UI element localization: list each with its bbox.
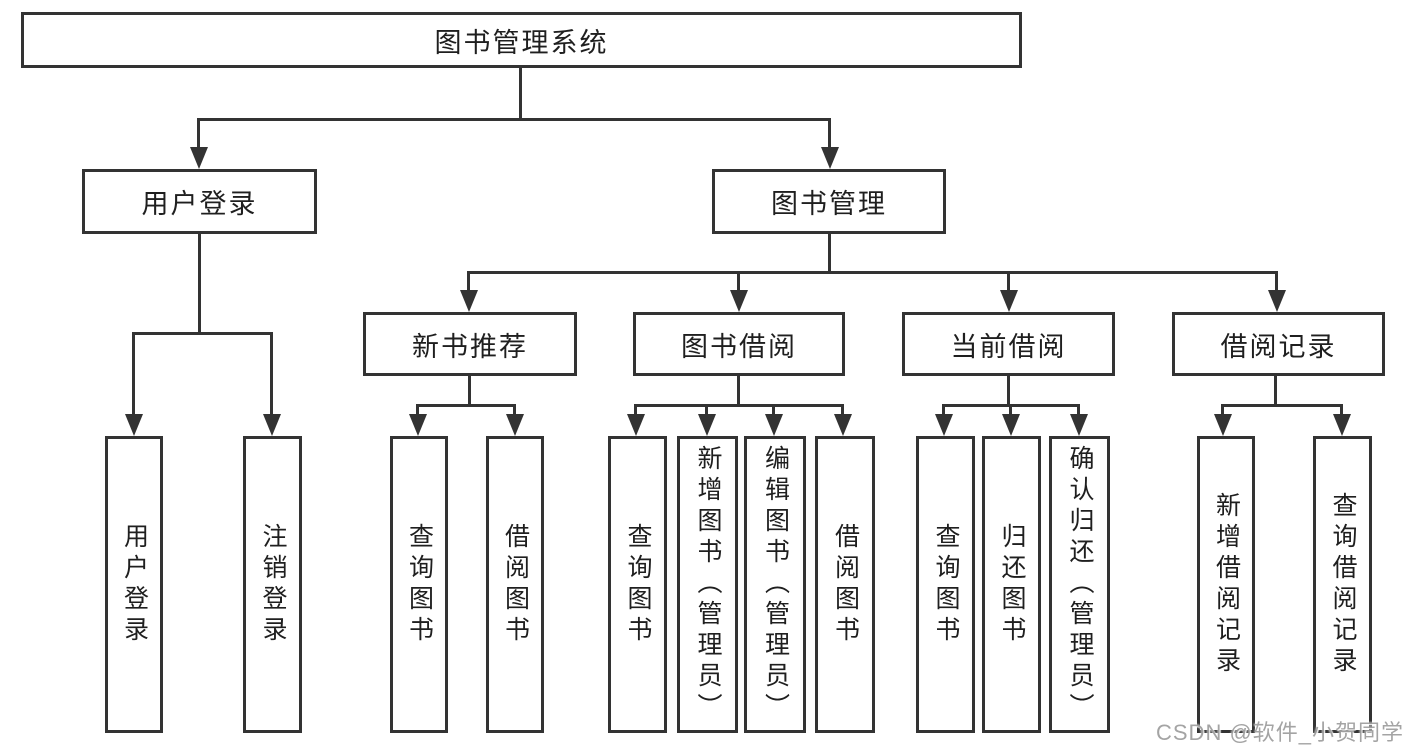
leaf-br-query-record: 查询借阅记录 [1313,436,1372,733]
arrowhead-borrow-records [1268,290,1286,312]
connector-book-management-stem [828,234,831,274]
connector-drop-cb-confirm [1077,404,1080,418]
csdn-watermark: CSDN @软件_小贺同学 [1156,720,1405,745]
leaf-cb-return-books-label: 归还图书 [998,522,1026,647]
connector-drop-br-add [1221,404,1224,418]
connector-root-hbar [197,118,831,121]
connector-drop-current-borrow [1007,271,1010,293]
leaf-user-login-label: 用户登录 [120,522,149,647]
connector-drop-bb-borrow [841,404,844,418]
leaf-nb-query-books-label: 查询图书 [405,522,434,647]
connector-drop-book-management [828,118,831,150]
arrowhead-cb-return [1002,414,1020,436]
connector-drop-br-query [1340,404,1343,418]
arrowhead-bb-query [627,414,645,436]
arrowhead-nb-query [409,414,427,436]
arrowhead-br-add [1214,414,1232,436]
node-new-book-recommend-label: 新书推荐 [412,331,528,362]
arrowhead-cb-confirm [1070,414,1088,436]
connector-drop-new-book [467,271,470,293]
leaf-bb-query-books-label: 查询图书 [624,522,652,647]
leaf-bb-edit-books-admin-label: 编辑图书（管理员） [761,445,790,724]
arrowhead-nb-borrow [506,414,524,436]
leaf-br-add-record-label: 新增借阅记录 [1212,491,1241,678]
connector-drop-book-borrow [737,271,740,293]
connector-drop-bb-edit [772,404,775,418]
leaf-br-add-record: 新增借阅记录 [1197,436,1255,733]
node-root-label: 图书管理系统 [434,27,609,58]
arrowhead-current-borrow [1000,290,1018,312]
leaf-nb-borrow-books-label: 借阅图书 [501,522,530,647]
leaf-bb-query-books: 查询图书 [608,436,667,733]
leaf-nb-borrow-books: 借阅图书 [486,436,544,733]
node-book-management: 图书管理 [712,169,946,234]
connector-borrow-records-stem [1274,376,1277,407]
connector-drop-leaf-logout [270,332,273,418]
connector-drop-nb-borrow [513,404,516,418]
leaf-user-login: 用户登录 [105,436,163,733]
leaf-cb-confirm-return-admin-label: 确认归还（管理员） [1066,445,1094,724]
connector-drop-bb-query [634,404,637,418]
arrowhead-book-borrow [730,290,748,312]
leaf-br-query-record-label: 查询借阅记录 [1329,491,1357,678]
leaf-cb-query-books: 查询图书 [916,436,975,733]
leaf-cb-return-books: 归还图书 [982,436,1041,733]
node-borrow-records-label: 借阅记录 [1220,331,1337,362]
connector-root-stem [519,68,522,120]
arrowhead-leaf-logout [263,414,281,436]
connector-user-login-stem [198,234,201,335]
leaf-cb-confirm-return-admin: 确认归还（管理员） [1049,436,1110,733]
leaf-logout-label: 注销登录 [259,522,287,647]
leaf-nb-query-books: 查询图书 [390,436,448,733]
arrowhead-br-query [1333,414,1351,436]
arrowhead-new-book [460,290,478,312]
leaf-bb-borrow-books-label: 借阅图书 [831,522,860,647]
node-book-borrow-label: 图书借阅 [681,331,797,362]
arrowhead-bb-edit [765,414,783,436]
node-book-management-label: 图书管理 [771,189,887,219]
node-current-borrow: 当前借阅 [902,312,1115,376]
node-borrow-records: 借阅记录 [1172,312,1385,376]
connector-drop-cb-query [942,404,945,418]
arrowhead-bb-borrow [834,414,852,436]
node-book-borrow: 图书借阅 [633,312,845,376]
leaf-bb-add-books-admin-label: 新增图书（管理员） [694,445,722,724]
connector-drop-leaf-user-login [132,332,135,418]
connector-drop-nb-query [416,404,419,418]
arrowhead-leaf-user-login [125,414,143,436]
arrowhead-bb-add [698,414,716,436]
arrowhead-cb-query [935,414,953,436]
leaf-bb-add-books-admin: 新增图书（管理员） [677,436,738,733]
node-user-login: 用户登录 [82,169,317,234]
connector-drop-bb-add [705,404,708,418]
node-user-login-label: 用户登录 [141,189,258,219]
connector-drop-borrow-records [1275,271,1278,293]
connector-user-login-hbar [132,332,273,335]
connector-book-management-hbar [467,271,1278,274]
connector-drop-cb-return [1009,404,1012,418]
arrowhead-user-login [190,147,208,169]
node-root: 图书管理系统 [21,12,1022,68]
leaf-bb-edit-books-admin: 编辑图书（管理员） [744,436,806,733]
connector-new-book-stem [468,376,471,407]
node-new-book-recommend: 新书推荐 [363,312,577,376]
connector-new-book-hbar [416,404,516,407]
leaf-cb-query-books-label: 查询图书 [932,522,960,647]
leaf-logout: 注销登录 [243,436,302,733]
connector-book-borrow-hbar [634,404,844,407]
connector-drop-user-login [197,118,200,150]
node-current-borrow-label: 当前借阅 [950,331,1067,362]
arrowhead-book-management [821,147,839,169]
connector-borrow-records-hbar [1221,404,1343,407]
leaf-bb-borrow-books: 借阅图书 [815,436,875,733]
connector-book-borrow-stem [737,376,740,407]
connector-current-borrow-stem [1007,376,1010,407]
